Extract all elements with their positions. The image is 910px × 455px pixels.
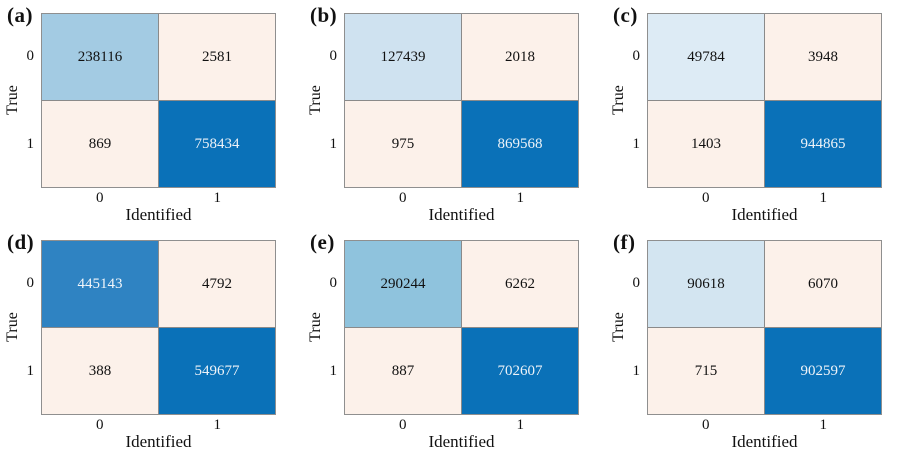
y-tick-0: 0 <box>632 48 641 65</box>
y-tick-labels: 0 1 <box>303 13 338 188</box>
matrix-cell-true1-pred0: 1403 <box>648 101 764 187</box>
x-axis-label: Identified <box>731 432 798 451</box>
x-tick-1: 1 <box>213 417 222 433</box>
confusion-matrix: 238116 2581 869 758434 <box>41 13 276 188</box>
matrix-cell-true0-pred1: 4792 <box>159 241 275 327</box>
x-tick-labels: 0 1 <box>344 417 579 434</box>
x-tick-labels: 0 1 <box>344 190 579 207</box>
x-tick-1: 1 <box>819 417 828 433</box>
panel-label: (c) <box>613 3 638 27</box>
x-tick-1: 1 <box>819 190 828 206</box>
x-axis-label: Identified <box>125 432 192 451</box>
matrix-cell-true0-pred1: 2581 <box>159 14 275 100</box>
matrix-cell-true1-pred0: 388 <box>42 328 158 414</box>
panel-label: (a) <box>7 3 33 27</box>
matrix-cell-true0-pred0: 49784 <box>648 14 764 100</box>
x-tick-0: 0 <box>702 417 710 433</box>
y-tick-0: 0 <box>26 48 35 65</box>
matrix-cell-true0-pred0: 290244 <box>345 241 461 327</box>
x-tick-labels: 0 1 <box>647 417 882 434</box>
y-tick-0: 0 <box>329 275 338 292</box>
matrix-cell-true0-pred1: 6070 <box>765 241 881 327</box>
confusion-matrix: 49784 3948 1403 944865 <box>647 13 882 188</box>
matrix-cell-true1-pred1: 702607 <box>462 328 578 414</box>
x-axis-label: Identified <box>125 205 192 224</box>
matrix-cell-true0-pred1: 2018 <box>462 14 578 100</box>
confusion-matrix: 290244 6262 887 702607 <box>344 240 579 415</box>
confusion-matrix: 127439 2018 975 869568 <box>344 13 579 188</box>
x-tick-0: 0 <box>96 417 104 433</box>
x-tick-labels: 0 1 <box>41 190 276 207</box>
x-axis-label: Identified <box>428 205 495 224</box>
x-axis-label: Identified <box>731 205 798 224</box>
y-tick-1: 1 <box>632 135 641 152</box>
confusion-matrix-panel-a: (a) True 0 1 238116 2581 869 758434 0 1 … <box>0 0 303 227</box>
x-tick-0: 0 <box>96 190 104 206</box>
confusion-matrix-panel-b: (b) True 0 1 127439 2018 975 869568 0 1 … <box>303 0 606 227</box>
x-tick-1: 1 <box>516 417 525 433</box>
matrix-cell-true1-pred0: 887 <box>345 328 461 414</box>
matrix-cell-true1-pred0: 975 <box>345 101 461 187</box>
confusion-matrix-panel-d: (d) True 0 1 445143 4792 388 549677 0 1 … <box>0 227 303 455</box>
matrix-cell-true1-pred1: 869568 <box>462 101 578 187</box>
matrix-cell-true1-pred1: 902597 <box>765 328 881 414</box>
confusion-matrix-panel-e: (e) True 0 1 290244 6262 887 702607 0 1 … <box>303 227 606 455</box>
y-tick-1: 1 <box>26 362 35 379</box>
matrix-cell-true1-pred0: 715 <box>648 328 764 414</box>
y-tick-1: 1 <box>329 362 338 379</box>
x-axis-label: Identified <box>428 432 495 451</box>
y-tick-1: 1 <box>26 135 35 152</box>
x-tick-0: 0 <box>399 190 407 206</box>
y-tick-0: 0 <box>329 48 338 65</box>
confusion-matrix: 90618 6070 715 902597 <box>647 240 882 415</box>
y-tick-1: 1 <box>632 362 641 379</box>
x-tick-0: 0 <box>702 190 710 206</box>
confusion-matrix-panel-f: (f) True 0 1 90618 6070 715 902597 0 1 I… <box>606 227 910 455</box>
matrix-cell-true0-pred1: 6262 <box>462 241 578 327</box>
y-tick-labels: 0 1 <box>303 240 338 415</box>
y-tick-0: 0 <box>632 275 641 292</box>
y-tick-labels: 0 1 <box>606 240 641 415</box>
x-tick-labels: 0 1 <box>647 190 882 207</box>
y-tick-1: 1 <box>329 135 338 152</box>
matrix-cell-true1-pred0: 869 <box>42 101 158 187</box>
x-tick-1: 1 <box>516 190 525 206</box>
matrix-cell-true0-pred1: 3948 <box>765 14 881 100</box>
panel-label: (d) <box>7 230 35 254</box>
panel-label: (f) <box>613 230 636 254</box>
matrix-cell-true0-pred0: 127439 <box>345 14 461 100</box>
matrix-cell-true0-pred0: 238116 <box>42 14 158 100</box>
y-tick-0: 0 <box>26 275 35 292</box>
x-tick-labels: 0 1 <box>41 417 276 434</box>
matrix-cell-true0-pred0: 445143 <box>42 241 158 327</box>
panel-label: (e) <box>310 230 335 254</box>
x-tick-0: 0 <box>399 417 407 433</box>
y-tick-labels: 0 1 <box>0 13 35 188</box>
matrix-cell-true0-pred0: 90618 <box>648 241 764 327</box>
y-tick-labels: 0 1 <box>0 240 35 415</box>
panel-label: (b) <box>310 3 338 27</box>
confusion-matrix-panel-c: (c) True 0 1 49784 3948 1403 944865 0 1 … <box>606 0 910 227</box>
y-tick-labels: 0 1 <box>606 13 641 188</box>
matrix-cell-true1-pred1: 758434 <box>159 101 275 187</box>
matrix-cell-true1-pred1: 944865 <box>765 101 881 187</box>
confusion-matrix: 445143 4792 388 549677 <box>41 240 276 415</box>
x-tick-1: 1 <box>213 190 222 206</box>
matrix-cell-true1-pred1: 549677 <box>159 328 275 414</box>
